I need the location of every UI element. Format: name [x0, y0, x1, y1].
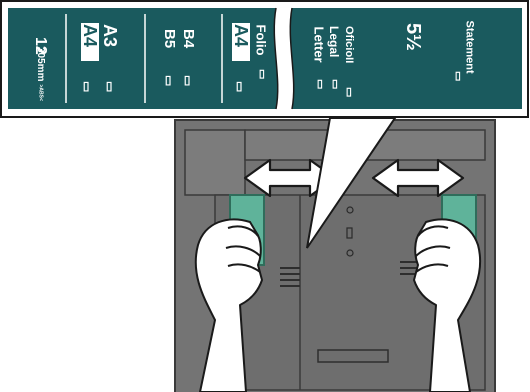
label-abs: >ABS<: [38, 85, 43, 105]
paper-orientation-icon: ▭: [255, 69, 267, 83]
paper-orientation-icon: ▭: [163, 75, 175, 89]
label-a3: A3: [101, 24, 119, 60]
label-a4-folio: A4: [232, 23, 250, 61]
paper-orientation-icon: ▭: [313, 79, 325, 93]
break-mark: [274, 8, 293, 109]
label-b5: B5: [161, 29, 177, 57]
label-statement: Statement: [464, 21, 475, 77]
paper-orientation-icon: ▭: [81, 81, 93, 95]
paper-orientation-icon: ▭: [234, 81, 246, 95]
label-oficio: OficioII: [342, 26, 354, 76]
label-b4: B4: [180, 29, 196, 57]
paper-orientation-icon: ▭: [104, 81, 116, 95]
paper-orientation-icon: ▭: [451, 71, 463, 85]
label-legal: Legal: [328, 26, 340, 76]
paper-orientation-icon: ▭: [182, 75, 194, 89]
label-folio: Folio: [255, 25, 268, 61]
paper-orientation-icon: ▭: [342, 87, 354, 101]
label-a4-upper: A4: [81, 23, 99, 61]
paper-orientation-icon: ▭: [328, 79, 340, 93]
label-letter: Letter: [313, 27, 326, 77]
label-five-half: 5½: [403, 23, 423, 57]
tray-panel-left: [185, 130, 245, 195]
